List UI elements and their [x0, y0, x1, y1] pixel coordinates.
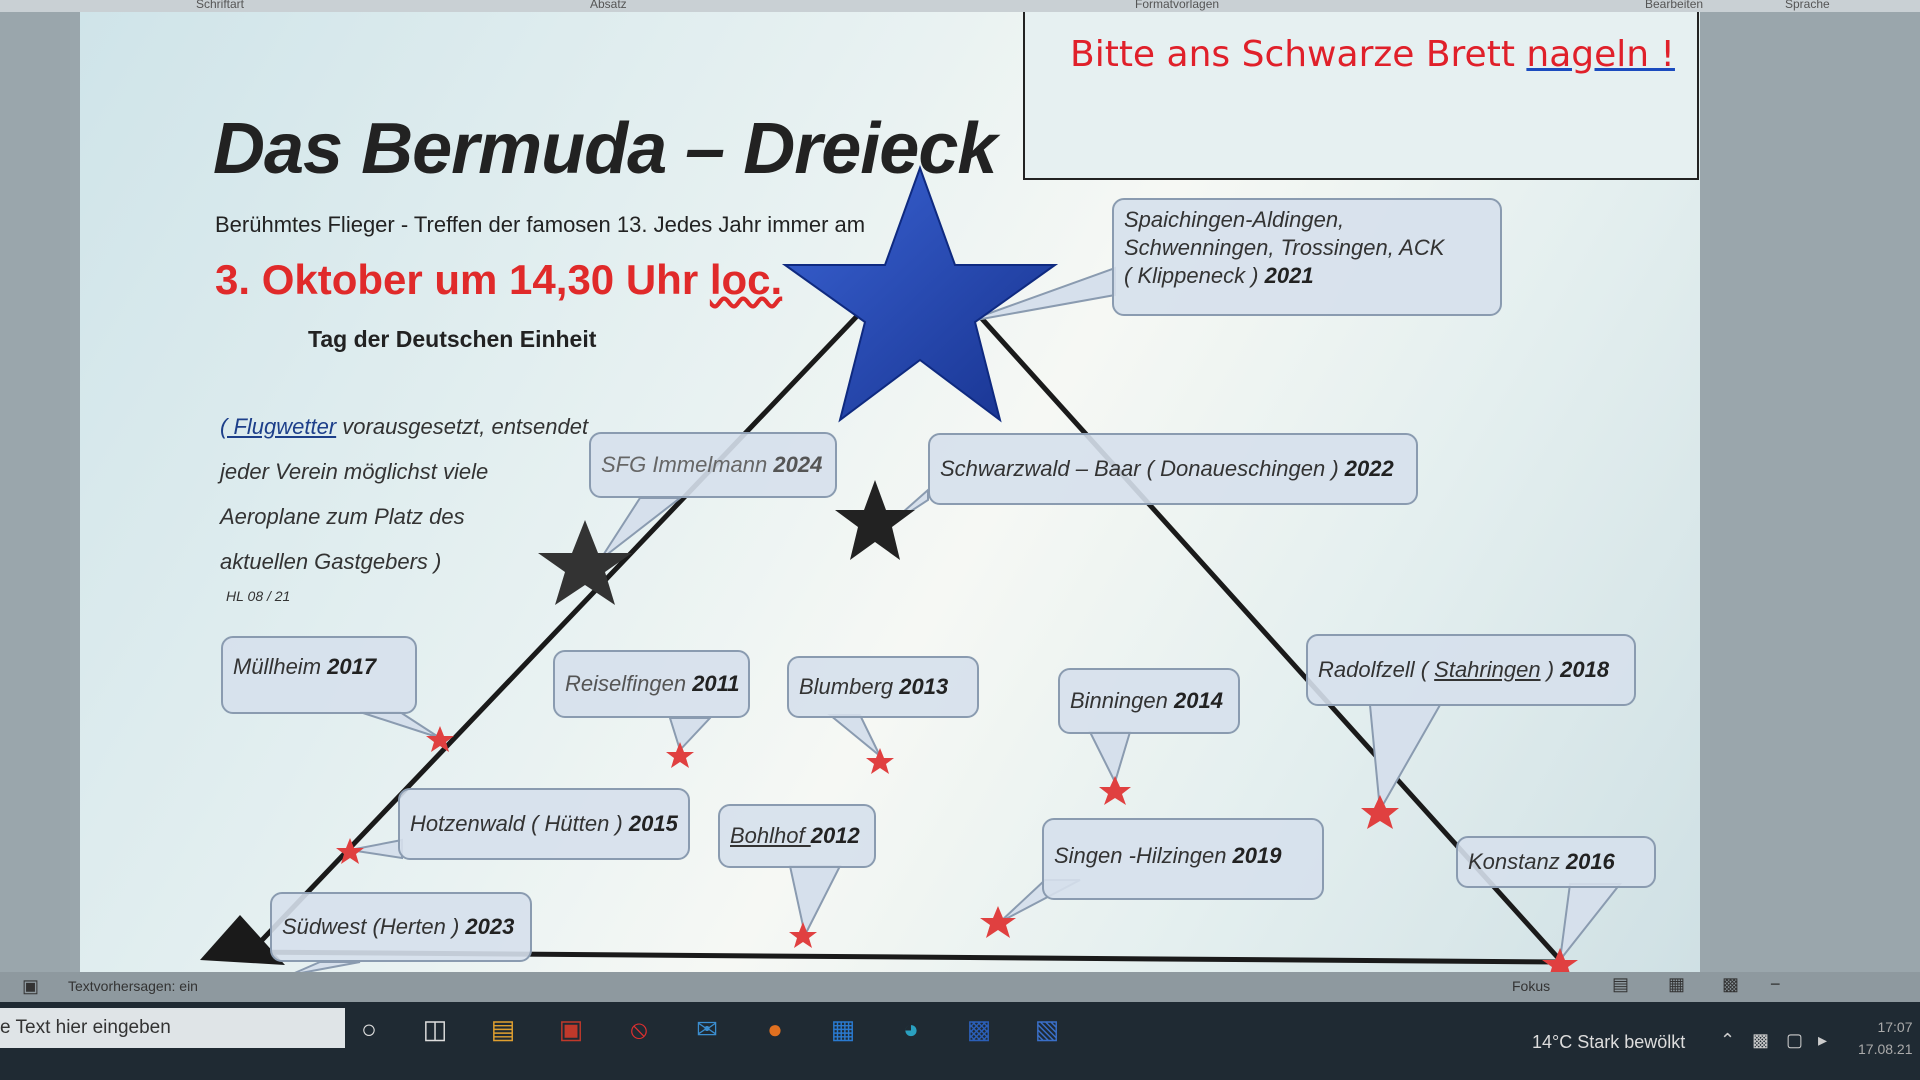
proofing-icon[interactable]: ▣: [22, 976, 40, 996]
pointer-muellheim: [359, 711, 441, 739]
event-date: 3. Oktober um 14,30 Uhr loc.: [215, 256, 783, 303]
status-bar: ▣ Textvorhersagen: ein Fokus ▤ ▦ ▩ −: [0, 972, 1920, 1002]
red-star-icon: [336, 838, 364, 864]
store-icon[interactable]: ▣: [558, 1014, 584, 1044]
callout-bohlhof[interactable]: Bohlhof 2012: [718, 804, 876, 868]
callout-muellheim[interactable]: Müllheim 2017: [221, 636, 417, 714]
black-star-icon: [538, 520, 632, 605]
author-initials: HL 08 / 21: [226, 588, 291, 604]
focus-mode-button[interactable]: Fokus: [1512, 978, 1551, 994]
task-view-icon[interactable]: ◫: [422, 1014, 448, 1044]
pointer-blumberg: [827, 714, 881, 757]
chevron-up-icon[interactable]: ⌃: [1720, 1030, 1736, 1050]
blue-star-icon: [781, 165, 1059, 423]
word-icon[interactable]: ▩: [966, 1014, 992, 1044]
ribbon-group-font[interactable]: Schriftart: [196, 0, 245, 11]
edge-icon[interactable]: ◕: [903, 1014, 919, 1044]
notice-box: Bitte ans Schwarze Brett nageln !: [1023, 12, 1699, 180]
web-layout-icon[interactable]: ▩: [1722, 974, 1740, 994]
ribbon-group-editing[interactable]: Bearbeiten: [1645, 0, 1704, 11]
red-star-icon: [866, 748, 894, 774]
red-star-icon: [1361, 795, 1399, 829]
callout-konstanz[interactable]: Konstanz 2016: [1456, 836, 1656, 888]
pointer-binningen: [1088, 731, 1132, 785]
text-predictions-status[interactable]: Textvorhersagen: ein: [68, 978, 198, 994]
pointer-konstanz: [1558, 883, 1623, 964]
ribbon-group-paragraph[interactable]: Absatz: [590, 0, 627, 11]
subtitle: Berühmtes Flieger - Treffen der famosen …: [215, 212, 866, 237]
taskbar: e Text hier eingeben ○ ◫ ▤ ▣ ⦸ ✉ ● ▦ ◕ ▩…: [0, 1002, 1920, 1080]
black-star-icon: [835, 480, 915, 560]
pointer-suedwest: [289, 961, 361, 976]
blocked-app-icon[interactable]: ⦸: [630, 1014, 648, 1044]
file-explorer-icon[interactable]: ▤: [490, 1014, 516, 1044]
callout-hotzenwald[interactable]: Hotzenwald ( Hütten ) 2015: [398, 788, 690, 860]
display-icon[interactable]: ▢: [1786, 1030, 1804, 1050]
print-layout-icon[interactable]: ▦: [1668, 974, 1686, 994]
document-margin-left: [0, 12, 80, 972]
triangle-left-edge: [241, 248, 922, 962]
info-paragraph: ( Flugwetter vorausgesetzt, entsendet je…: [220, 414, 589, 574]
callout-blumberg[interactable]: Blumberg 2013: [787, 656, 979, 718]
app-icon[interactable]: ▧: [1034, 1014, 1060, 1044]
callout-singen[interactable]: Singen -Hilzingen 2019: [1042, 818, 1324, 900]
pointer-bohlhof: [788, 865, 842, 938]
cortana-icon[interactable]: ○: [361, 1014, 377, 1044]
mail-icon[interactable]: ✉: [696, 1014, 718, 1044]
pointer-radolfzell: [1368, 704, 1442, 814]
page-title: Das Bermuda – Dreieck: [213, 109, 997, 189]
network-icon[interactable]: ▩: [1752, 1030, 1770, 1050]
outlook-icon[interactable]: ▦: [830, 1014, 856, 1044]
pointer-immelmann: [599, 497, 683, 561]
volume-icon[interactable]: ▸: [1818, 1030, 1828, 1050]
pointer-reiselfingen: [668, 717, 713, 752]
corner-star-icon: [200, 915, 285, 965]
triangle-right-edge: [918, 248, 1562, 962]
red-star-icon: [980, 906, 1016, 938]
taskbar-search-input[interactable]: e Text hier eingeben: [0, 1008, 345, 1048]
red-star-icon: [666, 742, 694, 768]
firefox-icon[interactable]: ●: [767, 1014, 783, 1044]
ribbon-group-styles[interactable]: Formatvorlagen: [1135, 0, 1220, 11]
callout-immelmann[interactable]: SFG Immelmann 2024: [589, 432, 837, 498]
callout-reiselfingen[interactable]: Reiselfingen 2011: [553, 650, 750, 718]
red-star-icon: [1099, 776, 1131, 805]
document-margin-right: [1700, 12, 1920, 972]
callout-schwarzwald[interactable]: Schwarzwald – Baar ( Donaueschingen ) 20…: [928, 433, 1418, 505]
callout-radolfzell[interactable]: Radolfzell ( Stahringen ) 2018: [1306, 634, 1636, 706]
flugwetter-link[interactable]: ( Flugwetter: [220, 414, 337, 439]
ribbon-group-language[interactable]: Sprache: [1785, 0, 1830, 11]
ribbon-bar: Schriftart Absatz Formatvorlagen Bearbei…: [0, 0, 1920, 12]
zoom-out-icon[interactable]: −: [1770, 974, 1781, 994]
read-mode-icon[interactable]: ▤: [1612, 974, 1630, 994]
weather-widget[interactable]: 14°C Stark bewölkt: [1532, 1032, 1686, 1052]
clock[interactable]: 17:07 17.08.21: [1858, 1019, 1913, 1057]
notice-text: Bitte ans Schwarze Brett nageln !: [1070, 34, 1675, 75]
red-star-icon: [789, 922, 817, 948]
red-star-icon: [426, 726, 454, 752]
callout-spaichingen[interactable]: Spaichingen-Aldingen, Schwenningen, Tros…: [1112, 198, 1502, 316]
callout-suedwest[interactable]: Südwest (Herten ) 2023: [270, 892, 532, 962]
callout-binningen[interactable]: Binningen 2014: [1058, 668, 1240, 734]
holiday-label: Tag der Deutschen Einheit: [308, 326, 597, 352]
